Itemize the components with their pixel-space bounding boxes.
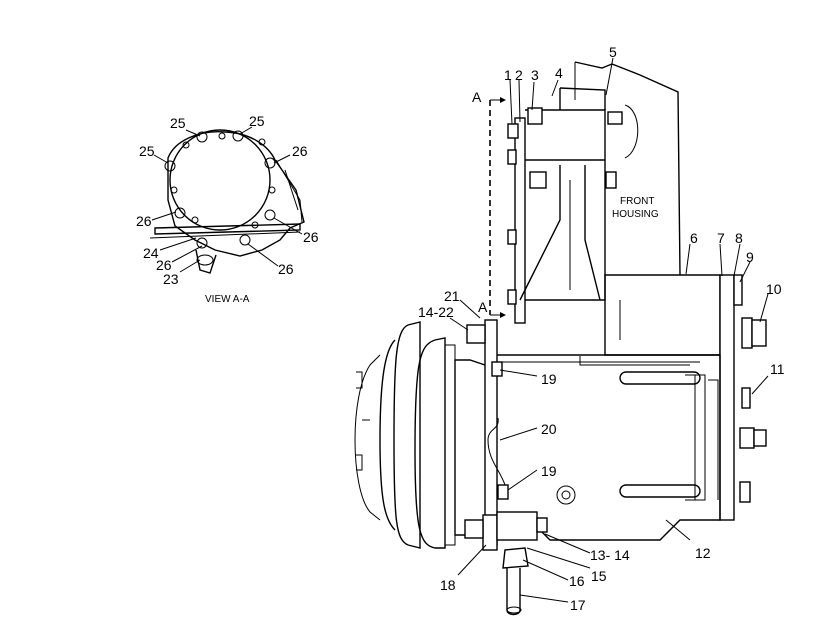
callout-24: 24: [143, 245, 159, 261]
callout-10: 10: [766, 281, 782, 297]
front-housing-label-1: FRONT: [620, 196, 654, 207]
main-assembly-drawing: [354, 57, 769, 616]
callout-14-22: 14-22: [418, 304, 454, 320]
callout-20: 20: [541, 421, 557, 437]
callout-15: 15: [591, 568, 607, 584]
callout-18: 18: [440, 577, 456, 593]
callout-16: 16: [569, 573, 585, 589]
callout-23: 23: [163, 271, 179, 287]
front-housing-label-2: HOUSING: [612, 209, 659, 220]
main-callouts: 1 2 3 4 5 6 7 8 9 10 11 12 13- 14 15 16 …: [418, 44, 785, 613]
callout-4: 4: [555, 65, 563, 81]
callout-21: 21: [444, 288, 460, 304]
view-aa-caption: VIEW A-A: [205, 294, 250, 305]
callout-19b: 19: [541, 463, 557, 479]
callout-3: 3: [531, 67, 539, 83]
callout-26c: 26: [156, 257, 172, 273]
view-aa-drawing: [149, 126, 305, 274]
callout-8: 8: [735, 230, 743, 246]
callout-12: 12: [695, 545, 711, 561]
callout-26e: 26: [278, 261, 294, 277]
callout-26d: 26: [303, 229, 319, 245]
callout-19a: 19: [541, 371, 557, 387]
view-aa-callouts: 25 25 25 26 26 24 26 23 26 26 VIEW A-A: [136, 113, 319, 305]
callout-7: 7: [717, 230, 725, 246]
main-labels: A A FRONT HOUSING: [472, 89, 659, 315]
callout-25c: 25: [139, 143, 155, 159]
callout-25b: 25: [249, 113, 265, 129]
callout-9: 9: [746, 249, 754, 265]
callout-26a: 26: [292, 143, 308, 159]
section-marker-bottom: A: [478, 299, 488, 315]
callout-26b: 26: [136, 213, 152, 229]
callout-6: 6: [690, 230, 698, 246]
callout-25a: 25: [170, 115, 186, 131]
callout-2: 2: [515, 67, 523, 83]
callout-1: 1: [504, 67, 512, 83]
callout-17: 17: [570, 597, 586, 613]
callout-5: 5: [609, 44, 617, 60]
callout-11: 11: [770, 361, 785, 377]
callout-13-14: 13- 14: [590, 547, 630, 563]
section-marker-top: A: [472, 89, 482, 105]
